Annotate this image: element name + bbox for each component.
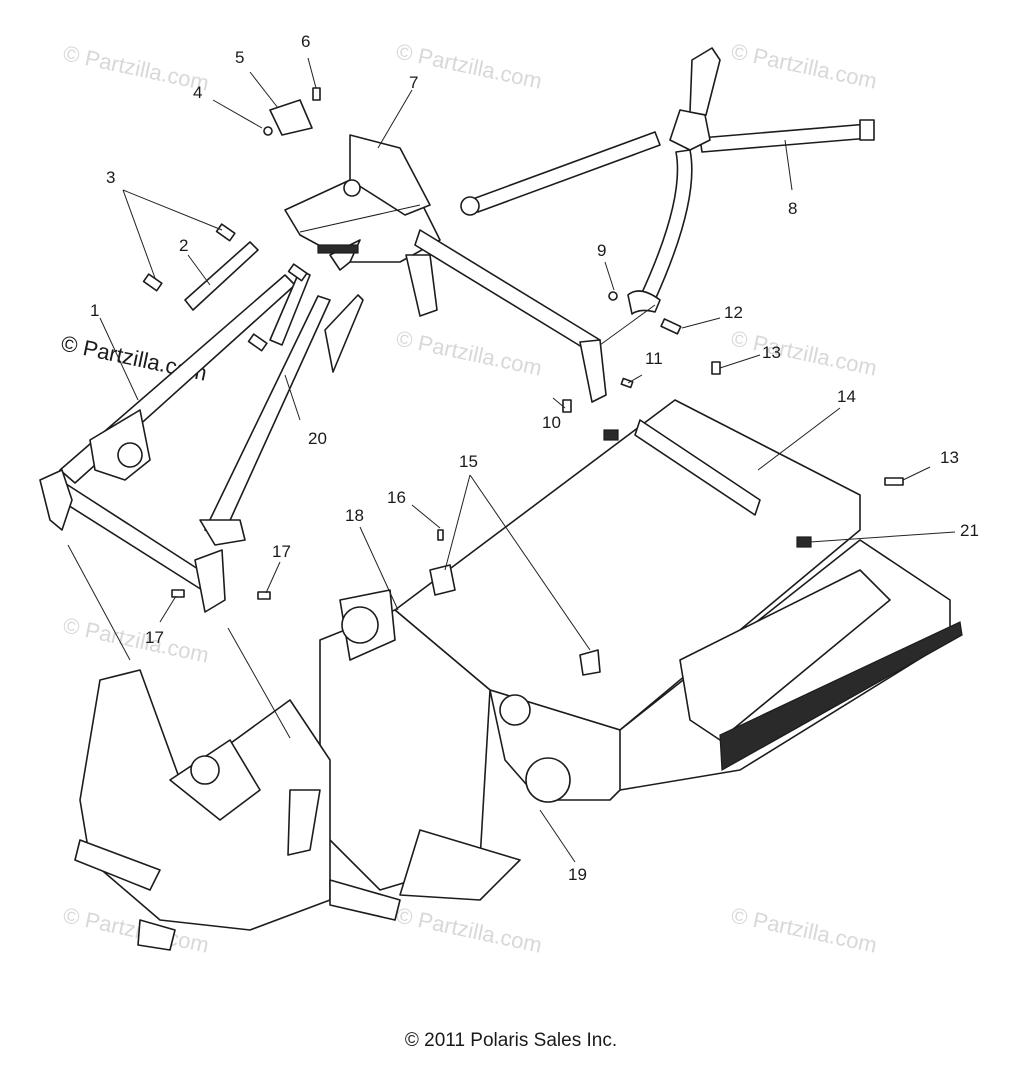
- watermark: © Partzilla.com: [394, 902, 544, 957]
- chassis-tunnel: [319, 399, 963, 901]
- leader-lines: [67, 57, 956, 863]
- callout-label: 11: [645, 349, 663, 368]
- callout-label: 5: [235, 48, 244, 67]
- callout-label: 7: [409, 73, 418, 92]
- callouts: 1 2 3 4 5 6 7 8 9 10 11 12 13 13 14 15 1…: [90, 32, 979, 884]
- steering-support-tube: [460, 47, 875, 315]
- callout-label: 17: [145, 628, 164, 647]
- callout-label: 6: [301, 32, 310, 51]
- callout-label: 18: [345, 506, 364, 525]
- watermark: © Partzilla.com: [729, 902, 879, 957]
- callout-label: 9: [597, 241, 606, 260]
- front-frame-arms: [39, 241, 364, 613]
- callout-label: 12: [724, 303, 743, 322]
- callout-label: 2: [179, 236, 188, 255]
- callout-label: 17: [272, 542, 291, 561]
- callout-label: 13: [940, 448, 959, 467]
- watermark: © Partzilla.com: [729, 325, 879, 380]
- callout-label: 15: [459, 452, 478, 471]
- steering-bracket: [284, 134, 607, 403]
- watermark: © Partzilla.com: [61, 40, 211, 95]
- callout-label: 21: [960, 521, 979, 540]
- callout-label: 14: [837, 387, 856, 406]
- callout-label: 4: [193, 83, 202, 102]
- callout-label: 1: [90, 301, 99, 320]
- callout-label: 19: [568, 865, 587, 884]
- watermark: © Partzilla.com: [61, 612, 211, 667]
- watermark: © Partzilla.com: [729, 38, 879, 93]
- watermark: © Partzilla.com: [394, 325, 544, 380]
- callout-label: 8: [788, 199, 797, 218]
- copyright-notice: © 2011 Polaris Sales Inc.: [404, 1030, 618, 1051]
- front-suspension: [74, 669, 401, 951]
- callout-label: 10: [542, 413, 561, 432]
- callout-label: 13: [762, 343, 781, 362]
- callout-label: 16: [387, 488, 406, 507]
- callout-label: 20: [308, 429, 327, 448]
- callout-label: 3: [106, 168, 115, 187]
